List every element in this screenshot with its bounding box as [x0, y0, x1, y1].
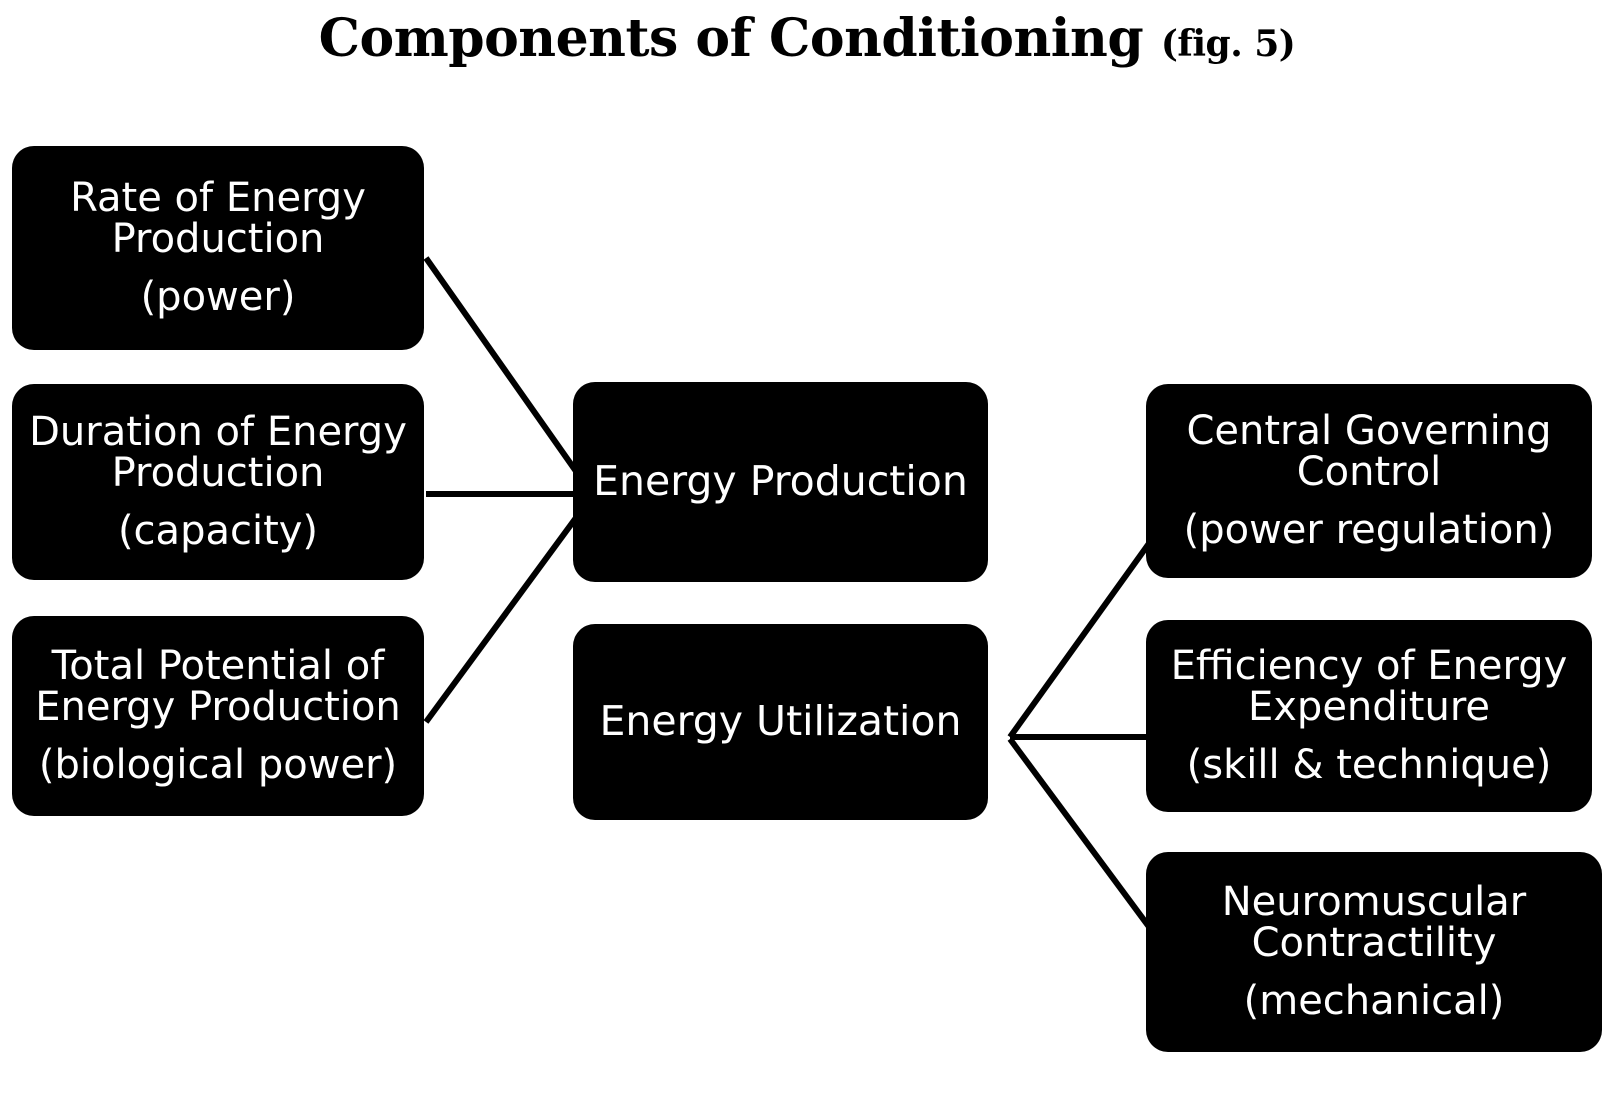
node-rate-of-energy-production[interactable]: Rate of Energy Production (power) — [12, 146, 424, 350]
node-total-potential-of-energy-production[interactable]: Total Potential of Energy Production (bi… — [12, 616, 424, 816]
node-neuromuscular-contractility[interactable]: Neuromuscular Contractility (mechanical) — [1146, 852, 1602, 1052]
node-label-paren: (skill & technique) — [1186, 741, 1552, 788]
node-label-main: Total Potential of Energy Production — [35, 643, 401, 731]
node-label-main: Duration of Energy Production — [29, 409, 407, 497]
node-label-main: Central Governing Control — [1186, 408, 1552, 496]
node-label-main: Energy Production — [593, 457, 968, 506]
connector-total-potential-to-energy-production — [423, 494, 595, 724]
node-label-paren: (power regulation) — [1183, 506, 1555, 553]
node-label-paren: (mechanical) — [1243, 977, 1505, 1024]
node-label-main: Energy Utilization — [599, 697, 962, 746]
node-label-main: Neuromuscular Contractility — [1221, 879, 1527, 967]
node-label-paren: (power) — [140, 273, 296, 320]
node-label-paren: (capacity) — [117, 507, 319, 554]
node-label-main: Rate of Energy Production — [70, 175, 366, 263]
connector-rate-to-energy-production — [423, 256, 595, 496]
title-figure-label: (fig. 5) — [1160, 23, 1296, 65]
page-title: Components of Conditioning (fig. 5) — [0, 8, 1614, 69]
node-energy-utilization[interactable]: Energy Utilization — [573, 624, 988, 820]
node-duration-of-energy-production[interactable]: Duration of Energy Production (capacity) — [12, 384, 424, 580]
node-energy-production[interactable]: Energy Production — [573, 382, 988, 582]
node-label-paren: (biological power) — [38, 741, 398, 788]
node-central-governing-control[interactable]: Central Governing Control (power regulat… — [1146, 384, 1592, 578]
node-label-main: Efficiency of Energy Expenditure — [1170, 643, 1568, 731]
node-efficiency-of-energy-expenditure[interactable]: Efficiency of Energy Expenditure (skill … — [1146, 620, 1592, 812]
title-main: Components of Conditioning — [318, 8, 1161, 69]
